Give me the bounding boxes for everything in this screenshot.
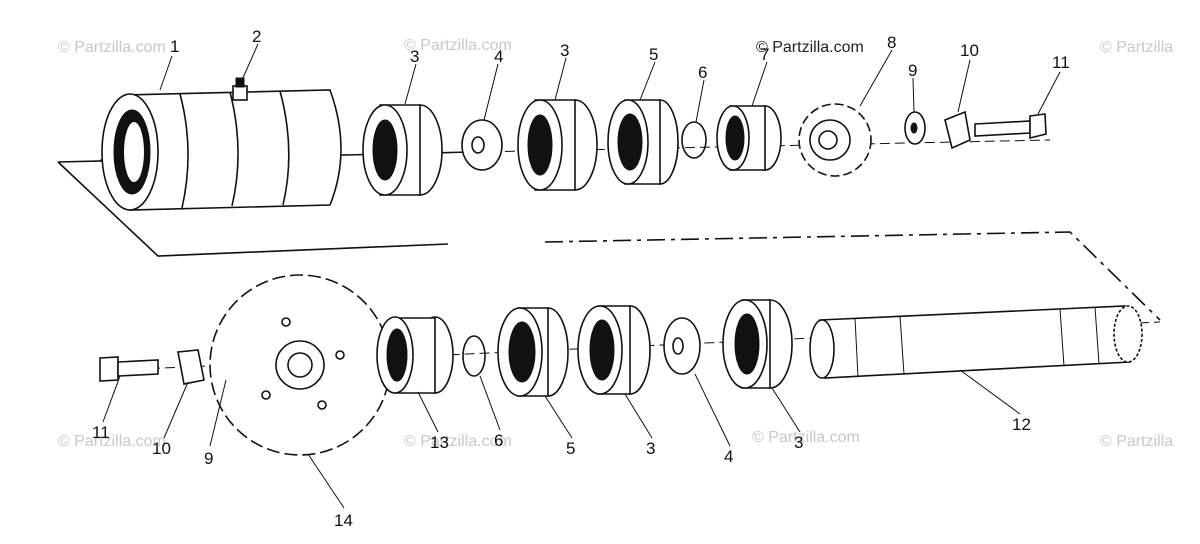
callout-label: 14 <box>334 511 353 530</box>
bearing <box>517 99 598 191</box>
callout-label: 1 <box>170 37 179 56</box>
callout-label: 3 <box>794 433 803 452</box>
bolt <box>974 113 1047 140</box>
bushing <box>376 316 454 394</box>
callout-label: 6 <box>698 63 707 82</box>
watermark: © Partzilla.com <box>58 39 166 56</box>
callout-label: 3 <box>560 41 569 60</box>
bearing <box>722 299 793 389</box>
bearing-race <box>607 99 679 185</box>
watermark: © Partzilla.com <box>58 433 166 450</box>
callout-label: 4 <box>494 47 503 66</box>
spacer-washer <box>461 119 503 171</box>
callout-label: 8 <box>887 33 896 52</box>
callout-label: 2 <box>252 27 261 46</box>
washer <box>904 111 926 145</box>
snap-ring <box>681 121 707 159</box>
callout-label: 10 <box>152 439 171 458</box>
watermark: © Partzilla <box>1100 39 1173 56</box>
snap-ring <box>462 335 486 377</box>
watermark: © Partzilla <box>1100 433 1173 450</box>
grease-fitting <box>232 77 248 101</box>
watermark: © Partzilla.com <box>752 429 860 446</box>
drum-housing <box>101 89 342 211</box>
leader-lines <box>102 43 1061 509</box>
watermark: © Partzilla.com <box>404 37 512 54</box>
callout-label: 11 <box>92 423 110 442</box>
bolt <box>99 356 159 382</box>
bushing <box>716 105 782 171</box>
callout-label: 3 <box>646 439 655 458</box>
callout-label: 5 <box>649 45 658 64</box>
callout-label: 9 <box>908 61 917 80</box>
watermark: © Partzilla.com <box>404 433 512 450</box>
bearing <box>362 104 443 196</box>
callout-label: 11 <box>1052 53 1070 72</box>
callout-label: 13 <box>430 433 449 452</box>
callout-label: 5 <box>566 439 575 458</box>
callout-label: 10 <box>960 41 979 60</box>
lock-tab <box>177 349 205 385</box>
spacer-washer <box>663 317 701 375</box>
shaft <box>809 305 1143 379</box>
watermark: © Partzilla.com <box>756 39 864 56</box>
callout-label: 3 <box>410 47 419 66</box>
bearing-race <box>497 307 569 397</box>
callout-label: 9 <box>204 449 213 468</box>
lock-tab <box>944 110 971 150</box>
large-sprocket <box>209 274 391 456</box>
callout-label: 6 <box>494 431 503 450</box>
callout-label: 7 <box>760 45 769 64</box>
callout-label: 12 <box>1012 415 1031 434</box>
small-sprocket <box>798 103 872 177</box>
callout-label: 4 <box>724 447 733 466</box>
bearing <box>577 305 651 395</box>
